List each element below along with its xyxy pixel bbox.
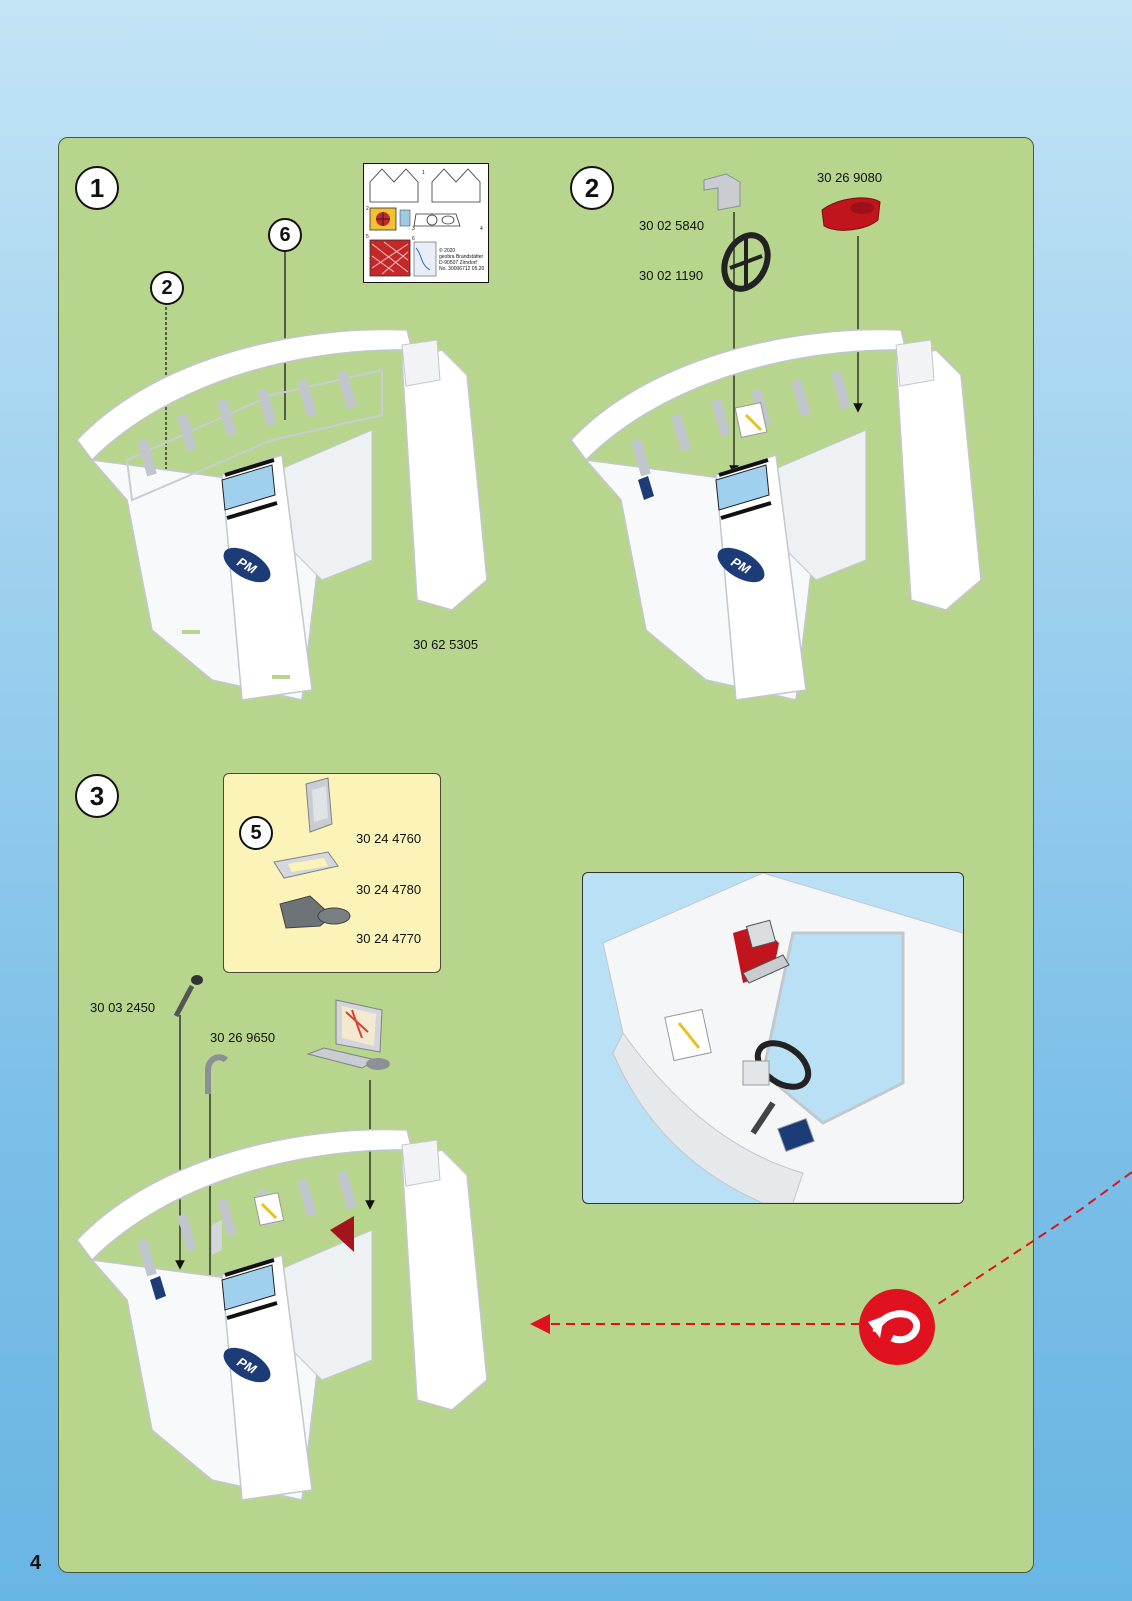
console-part-icon — [703, 173, 741, 211]
computer-parts-illustration — [273, 777, 351, 929]
pm-logo-step-1: PM — [223, 547, 271, 583]
step-number-3: 3 — [75, 774, 119, 818]
tap-handle-icon — [205, 1054, 229, 1094]
sticker-number-3: 3 — [412, 226, 415, 232]
cockpit-detail-illustration — [602, 873, 963, 1203]
part-code-30-24-4760: 30 24 4760 — [356, 831, 422, 846]
callout-sticker-5: 5 — [239, 816, 273, 850]
boat-cabin-illustration-step-1: PM — [76, 328, 488, 701]
sticker-fine-print-1: © 2020 — [439, 248, 456, 254]
sticker-shapes — [369, 168, 481, 277]
sticker-number-6: 6 — [412, 236, 415, 242]
sticker-number-1: 1 — [422, 170, 425, 176]
computer-terminal-icon — [306, 999, 390, 1070]
callout-sticker-2: 2 — [150, 271, 184, 305]
step-number-1: 1 — [75, 166, 119, 210]
sticker-number-5: 5 — [366, 234, 369, 240]
red-seat-icon — [821, 197, 881, 231]
step-number-2: 2 — [570, 166, 614, 210]
part-code-30-24-4770: 30 24 4770 — [356, 931, 422, 946]
microphone-icon — [173, 975, 203, 1018]
part-code-30-02-5840: 30 02 5840 — [639, 218, 705, 233]
pm-logo-step-2: PM — [717, 547, 765, 583]
sticker-fine-print-3: D-90507 Zirndorf — [439, 260, 477, 266]
sticker-sheet: 1 2 3 4 5 6 © 2020 geobra Brandstätter D… — [363, 163, 489, 283]
part-code-30-26-9080: 30 26 9080 — [817, 170, 883, 185]
computer-parts-box: 5 30 24 4760 30 24 4780 30 24 4770 — [223, 773, 441, 973]
sticker-number-2: 2 — [366, 206, 369, 212]
boat-cabin-illustration-step-3: PM — [76, 1128, 488, 1501]
pm-logo-step-3: PM — [223, 1347, 271, 1383]
part-code-30-62-5305: 30 62 5305 — [413, 637, 479, 652]
part-code-30-02-1190: 30 02 1190 — [639, 268, 704, 283]
part-code-30-03-2450: 30 03 2450 — [90, 1000, 156, 1015]
turn-over-icon — [859, 1289, 935, 1365]
sticker-fine-print-2: geobra Brandstätter — [439, 254, 484, 260]
detail-view-inset — [582, 872, 964, 1204]
boat-cabin-illustration-step-2: PM — [570, 328, 982, 701]
steering-wheel-icon — [721, 232, 771, 292]
part-code-30-24-4780: 30 24 4780 — [356, 882, 422, 897]
part-code-30-26-9650: 30 26 9650 — [210, 1030, 276, 1045]
page-number: 4 — [30, 1552, 42, 1574]
sticker-number-4: 4 — [480, 226, 483, 232]
callout-sticker-6: 6 — [268, 218, 302, 252]
sticker-fine-print-4: No. 30006712 05.20 — [439, 266, 485, 272]
